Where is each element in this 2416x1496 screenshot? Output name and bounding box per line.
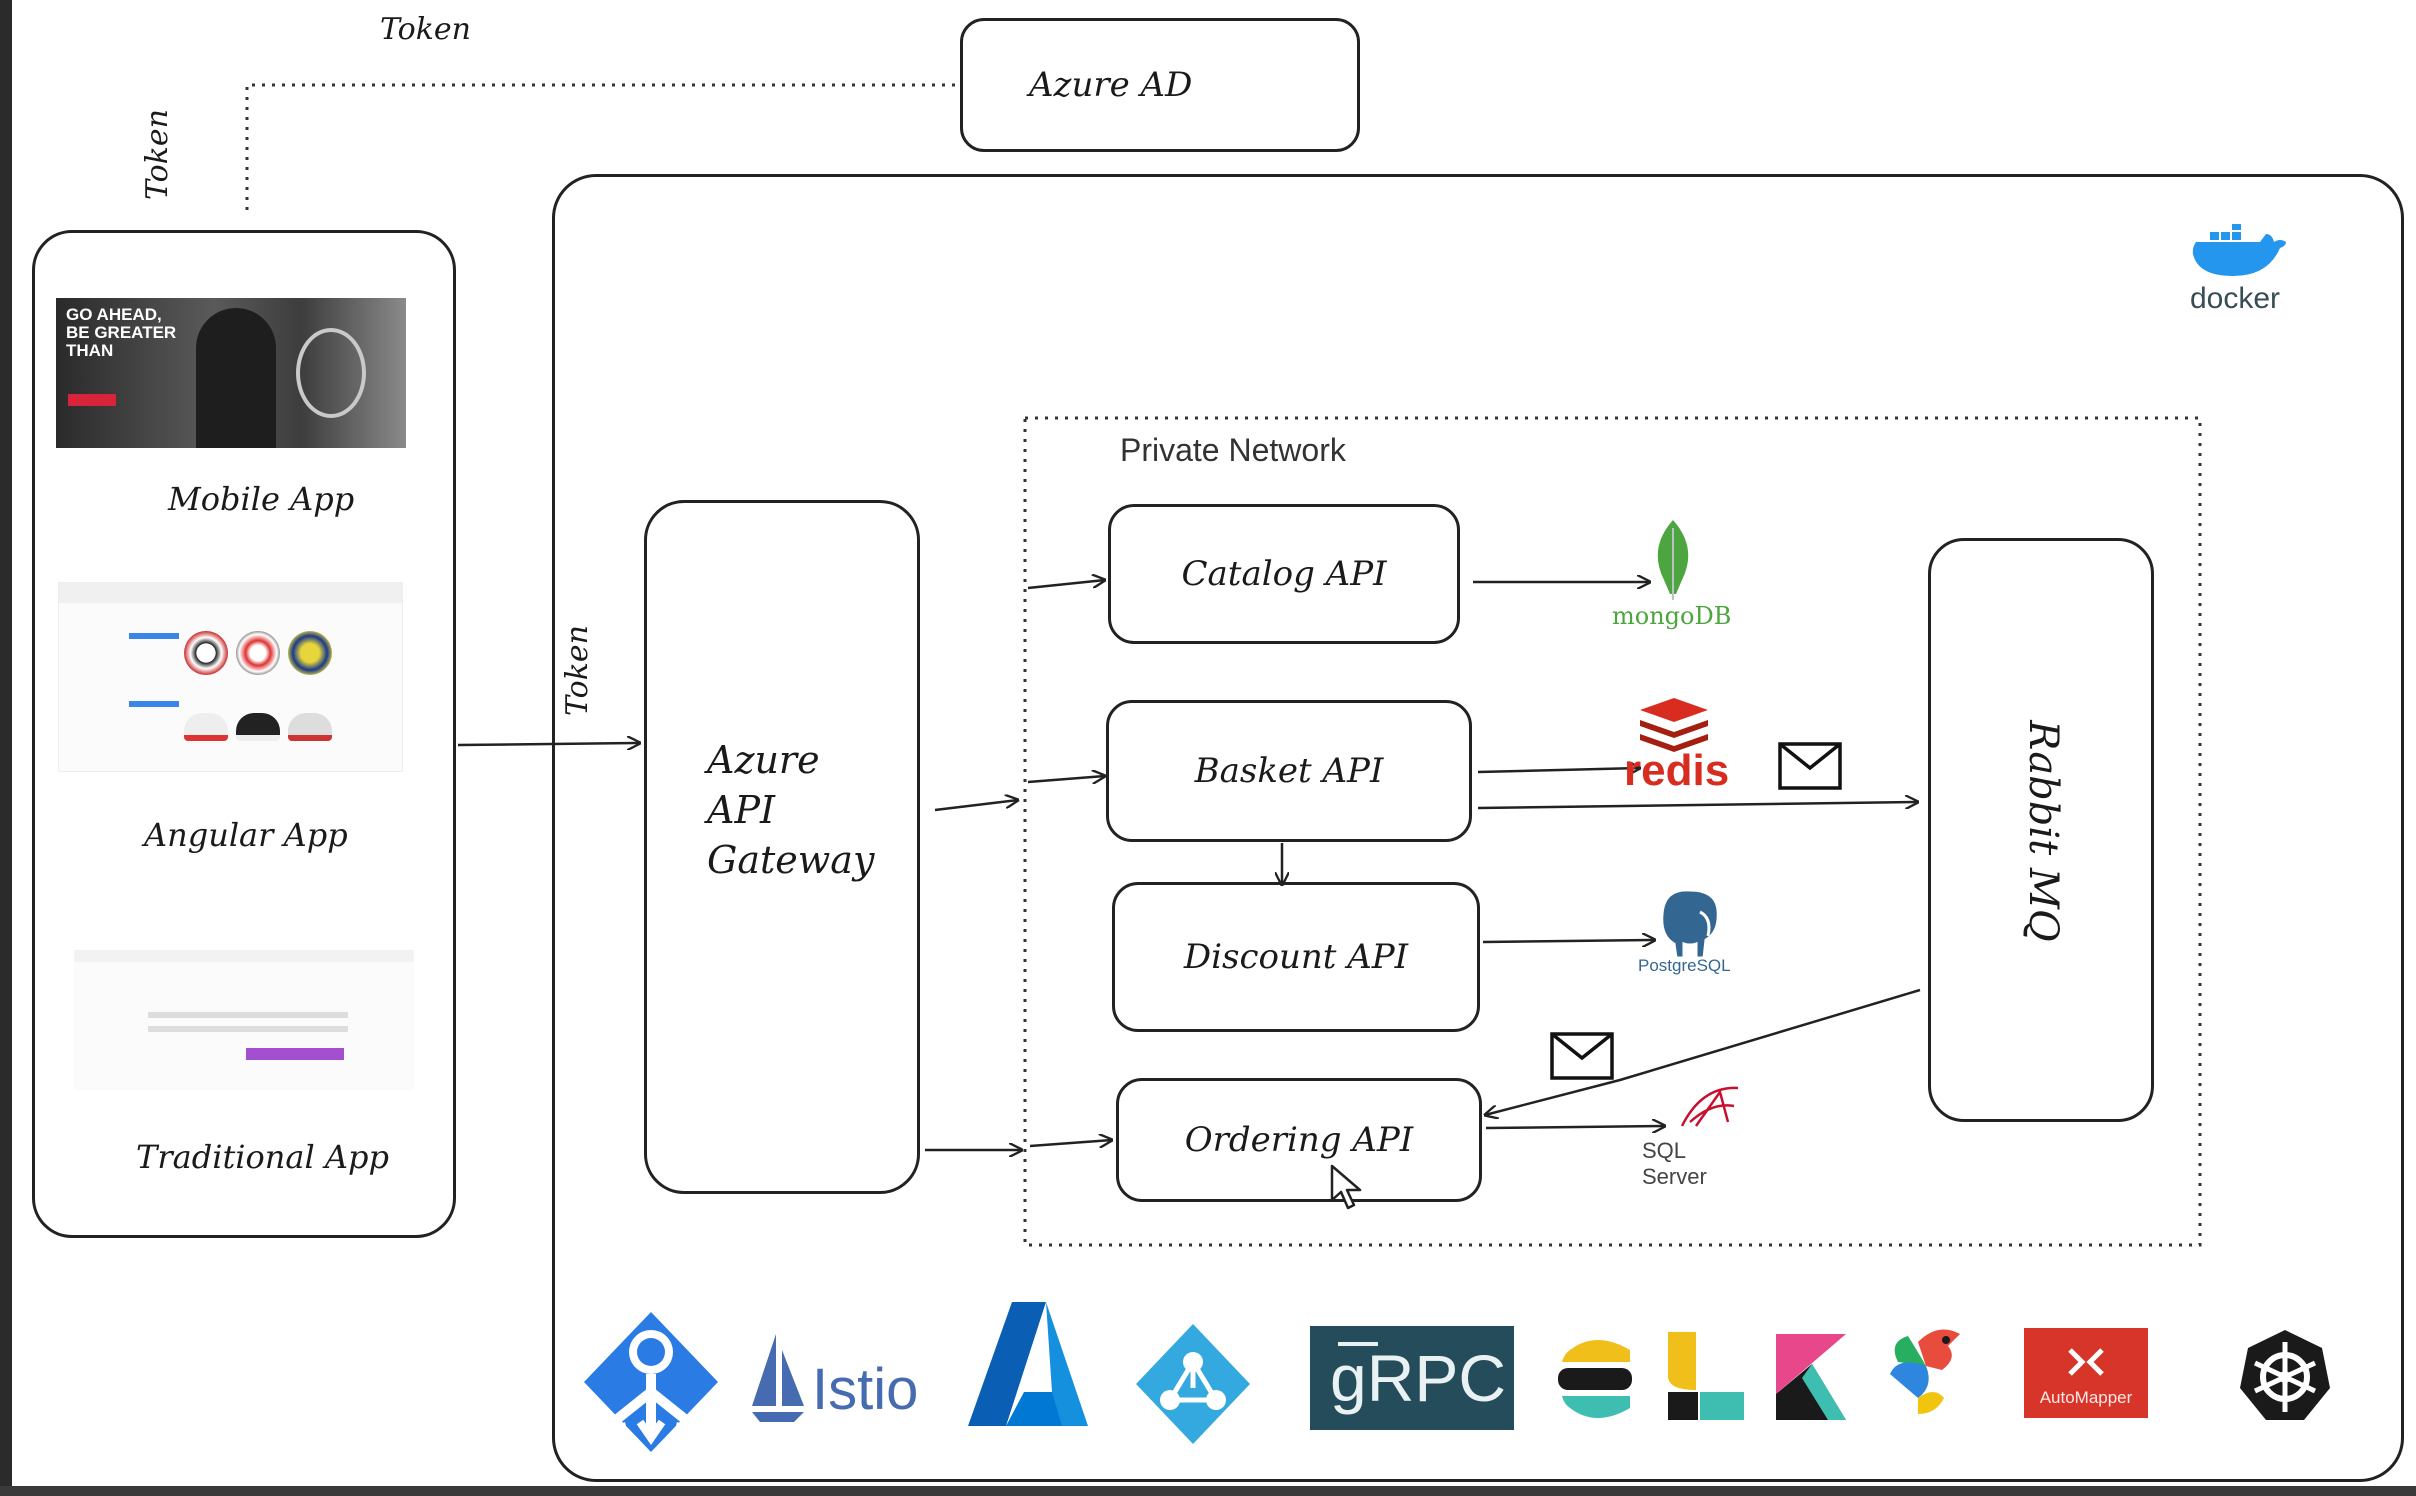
private-network-boundary bbox=[1023, 416, 2202, 1247]
grpc-label: gRPC bbox=[1330, 1341, 1507, 1415]
trad-topbar bbox=[74, 950, 414, 962]
discount-api-box[interactable]: Discount API bbox=[1112, 882, 1480, 1032]
ordering-api-box[interactable]: Ordering API bbox=[1116, 1078, 1482, 1202]
docker-whale-icon bbox=[2192, 222, 2286, 276]
docker-label: docker bbox=[2190, 282, 2281, 315]
arrow-gateway-to-network-1 bbox=[934, 800, 1018, 812]
mobile-banner-text: GO AHEAD, BE GREATER THAN bbox=[66, 305, 177, 360]
azure-ad-label: Azure AD bbox=[1029, 65, 1193, 105]
api-gateway-box[interactable]: Azure API Gateway bbox=[644, 500, 920, 1194]
sqlserver-icon bbox=[1680, 1086, 1739, 1127]
redis-cube-icon bbox=[1640, 698, 1708, 752]
mobile-banner-racket bbox=[296, 328, 366, 418]
automapper-label: AutoMapper bbox=[2039, 1388, 2133, 1407]
arrow-ordering-to-sqlserver bbox=[1485, 1126, 1665, 1128]
angular-sidebar-2 bbox=[129, 701, 179, 707]
angular-topbar bbox=[59, 583, 402, 603]
istio-logo: Istio bbox=[744, 1330, 944, 1430]
docker-logo: docker bbox=[2188, 222, 2288, 316]
trad-row bbox=[148, 1026, 348, 1032]
redis-label: redis bbox=[1624, 746, 1730, 795]
automapper-logo: AutoMapper bbox=[2024, 1328, 2148, 1418]
mobile-app-label: Mobile App bbox=[168, 480, 355, 518]
angular-app-label: Angular App bbox=[144, 816, 348, 854]
postgresql-label: PostgreSQL bbox=[1638, 956, 1731, 975]
kubernetes-icon bbox=[2238, 1328, 2332, 1426]
mongodb-leaf-icon bbox=[1657, 520, 1689, 600]
rabbitmq-box[interactable]: Rabbit MQ bbox=[1928, 538, 2154, 1122]
ball-icon bbox=[184, 631, 228, 675]
angular-app-screenshot[interactable] bbox=[58, 582, 403, 772]
arrow-to-basket bbox=[1027, 776, 1105, 782]
window-bottom-edge bbox=[0, 1486, 2416, 1496]
private-network-label: Private Network bbox=[1120, 432, 1346, 468]
discount-api-label: Discount API bbox=[1183, 937, 1409, 977]
arrow-to-catalog bbox=[1027, 580, 1105, 590]
logstash-icon bbox=[1666, 1330, 1746, 1426]
mobile-banner-cta bbox=[68, 394, 116, 406]
elasticsearch-icon bbox=[1556, 1334, 1636, 1428]
polly-parrot-icon bbox=[1878, 1322, 1970, 1426]
grpc-arrow-icon bbox=[1338, 1342, 1378, 1346]
azure-load-balancer-icon bbox=[582, 1310, 720, 1458]
arrow-discount-to-postgres bbox=[1482, 940, 1655, 942]
token-dotted-line bbox=[245, 83, 958, 210]
token-label-top: Token bbox=[380, 12, 471, 47]
automapper-arrows-icon bbox=[2068, 1348, 2104, 1376]
clients-box bbox=[32, 230, 456, 1238]
message-envelope-icon bbox=[1550, 1032, 1614, 1084]
trad-row bbox=[148, 1012, 348, 1018]
postgres-elephant-icon bbox=[1660, 888, 1720, 960]
redis-logo: redis bbox=[1624, 696, 1734, 796]
postgresql-logo: PostgreSQL bbox=[1636, 884, 1746, 984]
traditional-app-screenshot[interactable] bbox=[74, 950, 414, 1090]
gateway-label-line2: API bbox=[707, 788, 776, 832]
shoe-icon bbox=[288, 713, 332, 741]
token-label-vertical-left: Token bbox=[140, 109, 175, 200]
mongodb-label: mongoDB bbox=[1612, 602, 1732, 630]
ordering-api-label: Ordering API bbox=[1184, 1120, 1414, 1160]
mongodb-logo: mongoDB bbox=[1608, 518, 1738, 638]
ball-icon bbox=[288, 631, 332, 675]
window-edge bbox=[0, 0, 12, 1496]
gateway-label-line1: Azure bbox=[707, 738, 820, 782]
mouse-cursor-icon bbox=[1330, 1164, 1364, 1214]
basket-api-label: Basket API bbox=[1194, 751, 1384, 791]
catalog-api-label: Catalog API bbox=[1181, 554, 1387, 594]
angular-sidebar bbox=[129, 633, 179, 639]
istio-sail-icon bbox=[752, 1334, 804, 1422]
mobile-banner: GO AHEAD, BE GREATER THAN bbox=[56, 298, 406, 448]
traditional-app-label: Traditional App bbox=[136, 1138, 389, 1176]
kibana-icon bbox=[1774, 1332, 1848, 1426]
arrow-basket-to-rabbit bbox=[1477, 802, 1918, 810]
arrow-basket-to-redis bbox=[1477, 768, 1640, 772]
arrow-rabbit-to-ordering bbox=[1485, 988, 1921, 1115]
trad-button bbox=[246, 1048, 344, 1060]
istio-label: Istio bbox=[812, 1357, 919, 1422]
gateway-label-line3: Gateway bbox=[707, 838, 875, 882]
azure-service-icon bbox=[1134, 1322, 1252, 1450]
rabbitmq-label: Rabbit MQ bbox=[2020, 720, 2066, 942]
docker-host-box bbox=[552, 174, 2404, 1482]
sqlserver-logo: SQL Server bbox=[1636, 1082, 1756, 1189]
shoe-icon bbox=[236, 713, 280, 741]
shoe-icon bbox=[184, 713, 228, 741]
arrow-clients-to-gateway bbox=[457, 743, 640, 745]
grpc-logo: gRPC bbox=[1310, 1326, 1514, 1430]
basket-api-box[interactable]: Basket API bbox=[1106, 700, 1472, 842]
sqlserver-label: SQL Server bbox=[1642, 1138, 1707, 1189]
gateway-label: Azure API Gateway bbox=[707, 735, 874, 885]
mobile-app-screenshot[interactable]: GO AHEAD, BE GREATER THAN bbox=[56, 284, 406, 464]
azure-ad-box[interactable]: Azure AD bbox=[960, 18, 1360, 152]
ball-icon bbox=[236, 631, 280, 675]
azure-logo bbox=[966, 1300, 1090, 1432]
message-envelope-icon bbox=[1778, 742, 1842, 794]
mobile-banner-person bbox=[196, 308, 276, 448]
catalog-api-box[interactable]: Catalog API bbox=[1108, 504, 1460, 644]
arrow-to-ordering bbox=[1029, 1140, 1112, 1146]
